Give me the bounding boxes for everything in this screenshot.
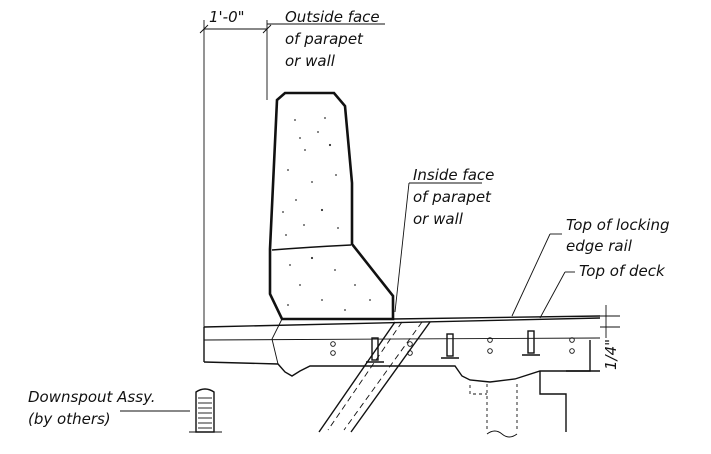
outside-face-line-2: of parapet [285,30,364,48]
dimension-group: 1'-0" [199,8,272,340]
top-locking-leader [511,233,551,317]
deck-surface-line [203,337,601,341]
downspout-group: Downspout Assy. (by others) [28,388,222,433]
downspout-assembly [189,388,222,433]
quarter-inch-label: 1/4" [602,339,620,370]
top-locking-line-2: edge rail [566,237,633,255]
parapet [268,91,395,321]
downspout-line-1: Downspout Assy. [28,388,156,406]
parapet-base-edge [271,318,283,365]
inside-face-leader [394,182,410,313]
slab-holes [330,337,575,356]
dimension-label: 1'-0" [209,8,245,26]
parapet-joint-line [271,244,352,251]
parapet-outline [268,91,395,321]
deck-slab [203,315,601,438]
inside-face-label: Inside face of parapet or wall [394,166,494,313]
locking-edge-rail-line [392,315,601,320]
top-locking-label: Top of locking edge rail [511,216,669,317]
top-of-deck-label: Top of deck [539,262,666,319]
outside-face-line-3: or wall [285,52,336,70]
dimension-ticks [199,24,272,34]
quarter-inch-dimension: 1/4" [600,305,620,370]
parapet-concrete-stipple [282,117,371,311]
downspout-line-2: (by others) [28,410,111,428]
anchor-bolts [366,330,540,363]
inside-face-line-2: of parapet [413,188,492,206]
drain-pipe [318,321,431,433]
top-locking-line-1: Top of locking [566,216,669,234]
inside-face-line-3: or wall [413,210,464,228]
beam-outline [539,370,600,432]
slab-underside [203,340,591,383]
dashed-support [469,384,518,438]
top-of-deck-leader [539,271,566,319]
outside-face-line-1: Outside face [285,8,380,26]
outside-face-label: Outside face of parapet or wall [267,8,385,70]
top-of-deck-text: Top of deck [579,262,666,280]
inside-face-line-1: Inside face [413,166,494,184]
